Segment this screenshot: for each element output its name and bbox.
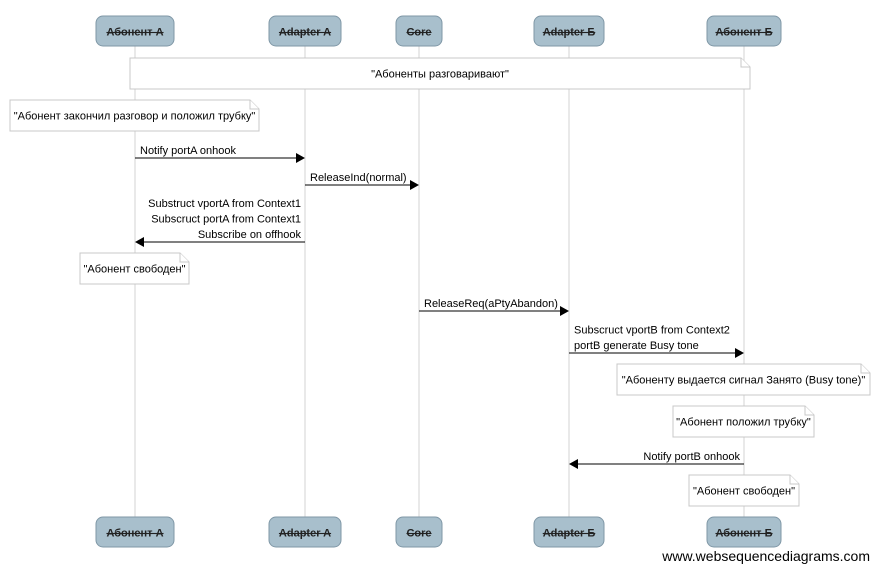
note: "Абоненту выдается сигнал Занято (Busy t… <box>616 363 871 396</box>
actor-box <box>706 15 782 47</box>
note-box <box>129 57 751 90</box>
message: Substruct vportA from Context1Subscruct … <box>135 198 305 247</box>
actor-label: Adapter A <box>279 27 331 39</box>
note-fold <box>789 475 799 485</box>
message-label: ReleaseReq(aPtyAbandon) <box>424 298 558 310</box>
note-box <box>688 474 800 507</box>
arrowhead-icon <box>296 153 305 163</box>
actor-box <box>395 516 443 548</box>
note: "Абонент свободен" <box>688 474 800 507</box>
actors-top: Абонент А Adapter A Core Adapter Б Абонент Б <box>95 15 782 47</box>
message: ReleaseReq(aPtyAbandon) <box>419 298 569 316</box>
note: "Абонент свободен" <box>79 252 190 285</box>
actor-label: Абонент А <box>106 27 163 39</box>
actor-core-top: Core <box>395 15 443 47</box>
message: Notify portB onhook <box>569 451 744 469</box>
note-box <box>672 405 815 438</box>
message-label: Subscruct vportB from Context2 <box>574 325 730 337</box>
actors-bottom: Абонент А Adapter A Core Adapter Б Абонент Б <box>95 516 782 548</box>
actor-box <box>395 15 443 47</box>
note-text: "Абонент закончил разговор и положил тру… <box>14 111 256 123</box>
message: ReleaseInd(normal) <box>305 172 419 190</box>
note-text: "Абонент положил трубку" <box>676 417 811 429</box>
actor-box <box>95 15 175 47</box>
note-text: "Абоненту выдается сигнал Занято (Busy t… <box>622 375 866 387</box>
actor-adA-top: Adapter A <box>268 15 342 47</box>
message: Subscruct vportB from Context2 portB gene… <box>569 325 744 358</box>
note-fold <box>860 364 870 374</box>
actor-box <box>95 516 175 548</box>
note-fold <box>179 253 189 263</box>
actor-adB-top: Adapter Б <box>533 15 605 47</box>
message-label: Subscribe on offhook <box>198 229 302 241</box>
actor-label: Adapter Б <box>543 528 596 540</box>
message-label: Notify portA onhook <box>140 145 237 157</box>
note: "Абонент положил трубку" <box>672 405 815 438</box>
arrowhead-icon <box>569 459 578 469</box>
arrowhead-icon <box>735 348 744 358</box>
watermark: www.websequencediagrams.com <box>661 548 870 564</box>
actor-box <box>706 516 782 548</box>
actor-adA-bottom: Adapter A <box>268 516 342 548</box>
actor-box <box>268 516 342 548</box>
actor-aA-top: Абонент А <box>95 15 175 47</box>
message: Notify portA onhook <box>135 145 305 163</box>
actor-label: Core <box>406 528 431 540</box>
note-box <box>79 252 190 285</box>
note-fold <box>740 58 750 68</box>
events: "Абоненты разговаривают" "Абонент закончи… <box>9 57 871 507</box>
note-text: "Абонент свободен" <box>83 264 185 276</box>
message-label: portB generate Busy tone <box>574 340 699 352</box>
actor-aB-top: Абонент Б <box>706 15 782 47</box>
actor-label: Adapter A <box>279 528 331 540</box>
actor-label: Adapter Б <box>543 27 596 39</box>
actor-box <box>268 15 342 47</box>
actor-aB-bottom: Абонент Б <box>706 516 782 548</box>
actor-label: Абонент Б <box>715 528 772 540</box>
actor-adB-bottom: Adapter Б <box>533 516 605 548</box>
message-label: Notify portB onhook <box>643 451 740 463</box>
actor-label: Core <box>406 27 431 39</box>
lifelines <box>134 46 745 517</box>
actor-box <box>533 15 605 47</box>
actor-core-bottom: Core <box>395 516 443 548</box>
arrowhead-icon <box>135 237 144 247</box>
arrowhead-icon <box>560 306 569 316</box>
actor-box <box>533 516 605 548</box>
note: "Абонент закончил разговор и положил тру… <box>9 99 260 132</box>
note-text: "Абоненты разговаривают" <box>371 69 509 81</box>
note-fold <box>804 406 814 416</box>
note-fold <box>249 100 259 110</box>
message-label: Substruct vportA from Context1 <box>148 198 301 210</box>
actor-label: Абонент Б <box>715 27 772 39</box>
note-box <box>616 363 871 396</box>
actor-aA-bottom: Абонент А <box>95 516 175 548</box>
actor-label: Абонент А <box>106 528 163 540</box>
message-label: Subscruct portA from Context1 <box>151 214 301 226</box>
note-text: "Абонент свободен" <box>693 486 795 498</box>
note: "Абоненты разговаривают" <box>129 57 751 90</box>
note-box <box>9 99 260 132</box>
arrowhead-icon <box>410 180 419 190</box>
message-label: ReleaseInd(normal) <box>310 172 407 184</box>
